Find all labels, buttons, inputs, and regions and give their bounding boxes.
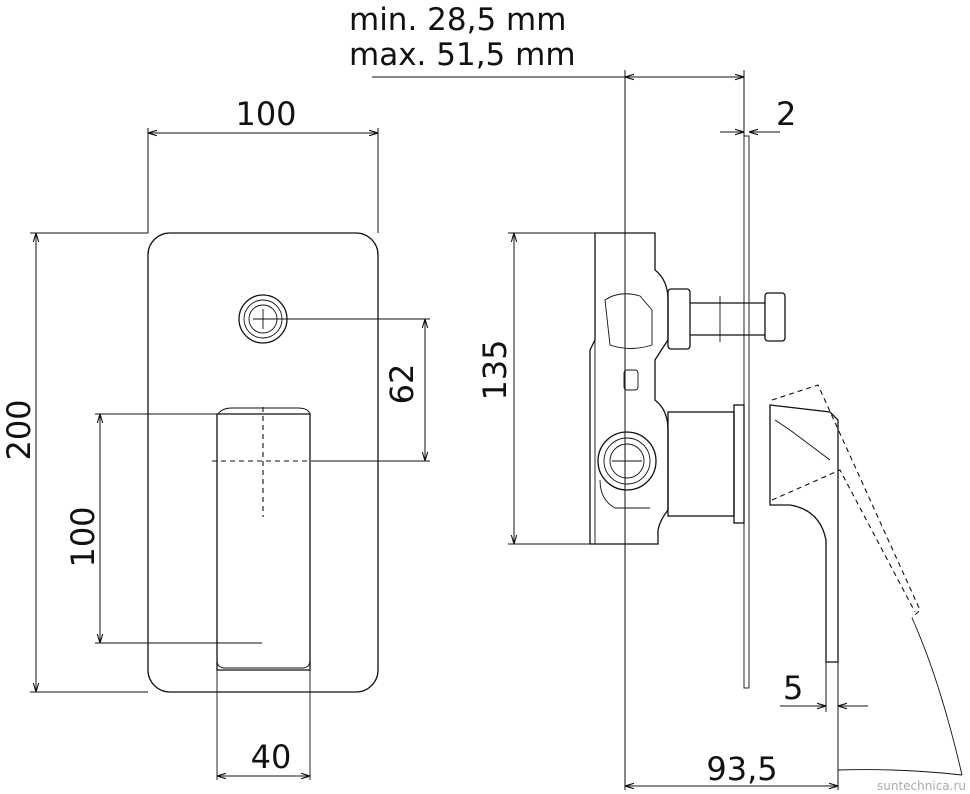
cartridge-housing [667, 404, 745, 524]
dim-handle-gap: 5 [783, 669, 803, 707]
diverter-stem [667, 288, 786, 350]
dim-plate-height: 200 [0, 399, 38, 460]
dim-plate-width: 100 [235, 95, 296, 133]
valve-body [589, 232, 669, 545]
dim-depth-max: max. 51,5 mm [349, 37, 576, 73]
lever-side-profile [769, 384, 963, 776]
dim-total-projection: 93,5 [706, 750, 777, 788]
lever-handle [212, 407, 312, 780]
dim-plate-thickness: 2 [776, 95, 796, 133]
dim-depth-min: min. 28,5 mm [349, 2, 566, 38]
dim-handle-offset: 100 [64, 506, 102, 567]
front-view: 100 200 100 62 40 [0, 95, 430, 780]
watermark: suntechnica.ru [877, 779, 966, 793]
cartridge-port [597, 431, 657, 491]
dim-outlet-spacing: 62 [383, 364, 421, 405]
side-view: 135 min. 28,5 mm max. 51,5 mm 2 5 93,5 [349, 2, 963, 790]
dim-handle-width: 40 [251, 738, 292, 776]
wall-plate [743, 135, 750, 689]
cover-plate [147, 232, 379, 693]
dim-body-height: 135 [476, 339, 514, 400]
